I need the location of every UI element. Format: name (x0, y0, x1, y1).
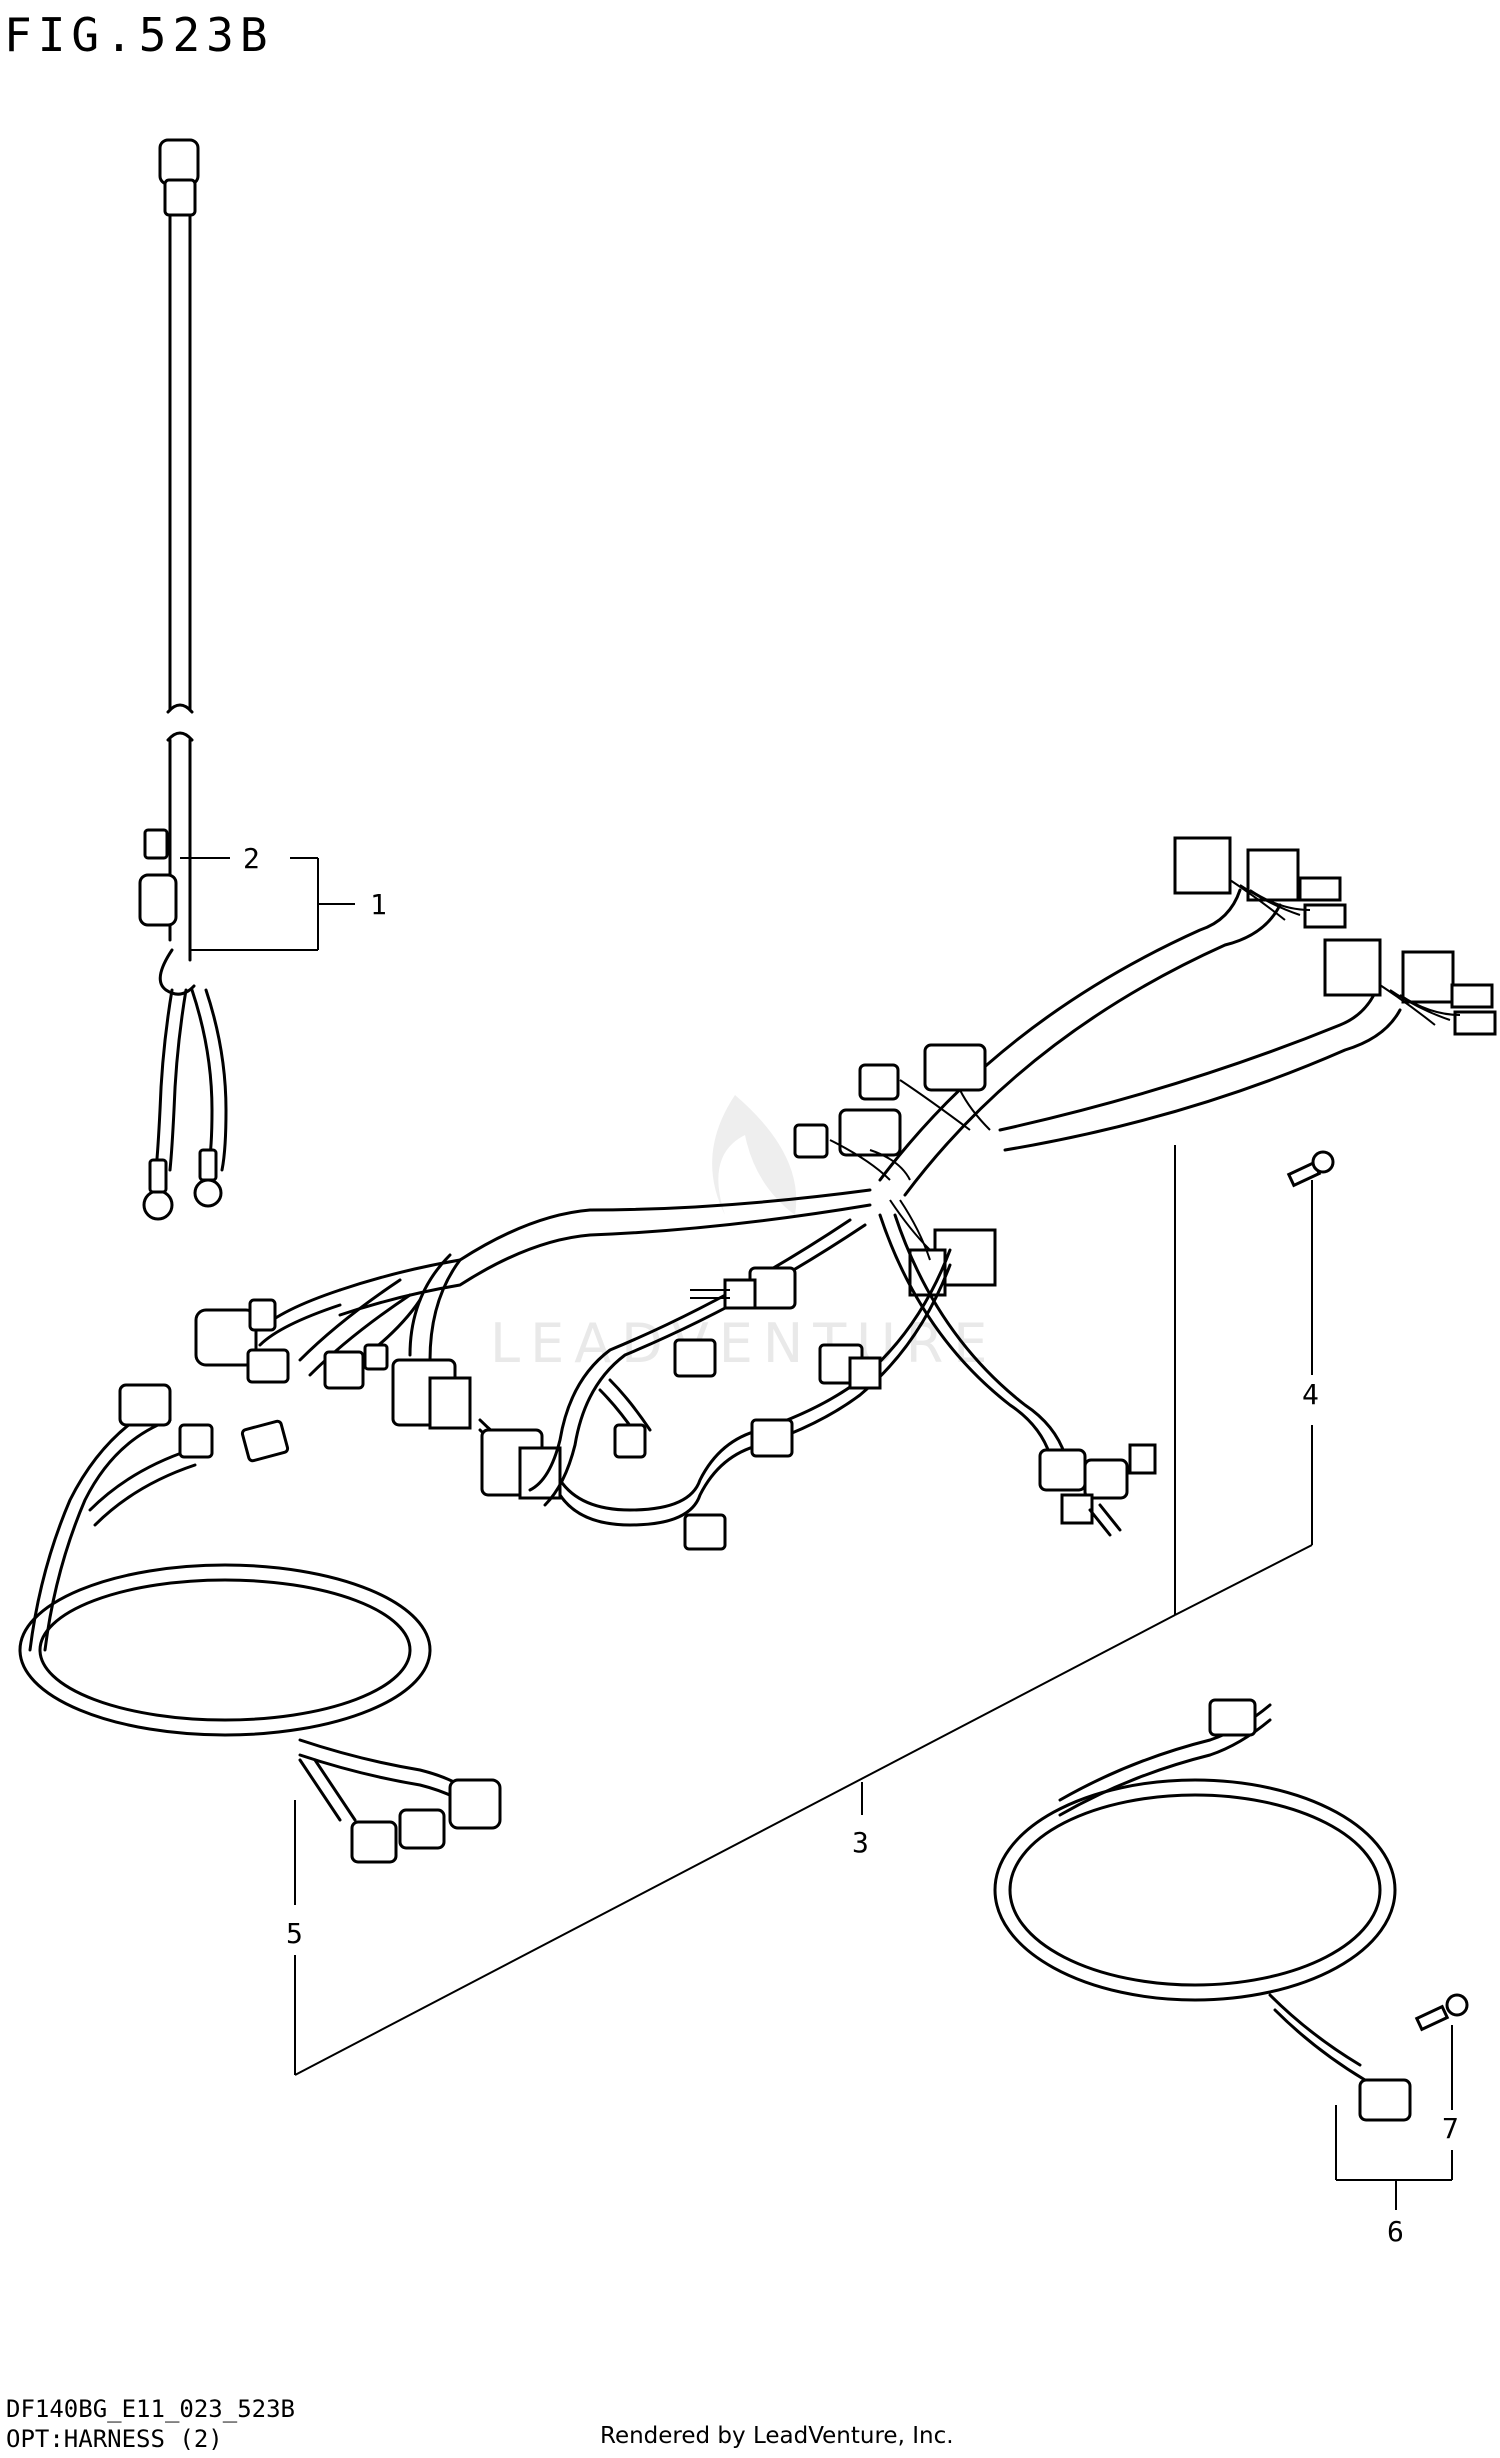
connector-top-right-a-icon (1173, 836, 1232, 895)
diagram-code: DF140BG_E11_023_523B (6, 2395, 295, 2423)
watermark-text: LEADVENTURE (490, 1312, 997, 1375)
figure-title: FIG.523B (4, 8, 274, 62)
diagram-description: OPT:HARNESS (2) (6, 2425, 223, 2453)
ring-terminal-left-icon (142, 1189, 174, 1221)
screw-part-4[interactable] (1286, 1150, 1335, 1188)
connector-loop-a-icon (118, 1383, 172, 1427)
battery-cable-part[interactable] (138, 138, 228, 1221)
callout-3[interactable]: 3 (852, 1826, 869, 1859)
fuse-holder-icon (138, 873, 178, 927)
callout-6[interactable]: 6 (1387, 2215, 1404, 2248)
watermark-flame-icon (712, 1095, 797, 1215)
callout-4[interactable]: 4 (1302, 1378, 1319, 1411)
fuse-icon (143, 828, 169, 860)
callout-1[interactable]: 1 (370, 888, 387, 921)
top-connector-icon (158, 138, 200, 186)
connector-small-loop-bottom-icon (1358, 2078, 1412, 2122)
connector-left-large-icon (194, 1308, 258, 1367)
rendered-by-credit: Rendered by LeadVenture, Inc. (600, 2423, 954, 2449)
sub-harness-part-5[interactable] (18, 1383, 502, 1864)
connector-top-right-b-icon (1323, 938, 1382, 997)
callout-7[interactable]: 7 (1442, 2112, 1459, 2145)
callout-2[interactable]: 2 (243, 842, 260, 875)
sub-harness-part-6[interactable] (993, 1698, 1412, 2122)
connector-center-a-icon (858, 1063, 900, 1101)
ring-terminal-right-icon (193, 1178, 223, 1208)
main-harness-part[interactable] (194, 836, 1497, 1551)
screw-part-7[interactable] (1414, 1993, 1469, 2032)
leader-lines (180, 857, 1453, 2210)
connector-loop-b-icon (448, 1778, 502, 1830)
callout-5[interactable]: 5 (286, 1917, 303, 1950)
connector-small-loop-top-icon (1208, 1698, 1257, 1737)
